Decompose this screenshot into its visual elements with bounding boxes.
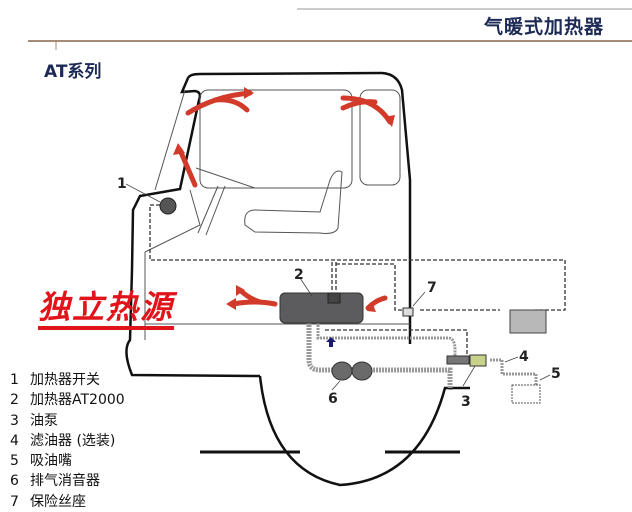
callout-5: 5 bbox=[551, 366, 561, 382]
battery bbox=[509, 309, 547, 334]
arrow-heads bbox=[173, 87, 395, 312]
truck-cab-outline bbox=[125, 71, 470, 487]
callout-4: 4 bbox=[519, 349, 529, 365]
exhaust-muffler bbox=[331, 361, 373, 381]
callout-1: 1 bbox=[117, 176, 127, 192]
cab-interior-lines bbox=[144, 89, 410, 340]
series-label: AT系列 bbox=[44, 62, 102, 82]
callout-6: 6 bbox=[328, 391, 338, 407]
callout-2: 2 bbox=[294, 267, 304, 283]
heater-unit bbox=[279, 292, 364, 324]
fuel-tank bbox=[511, 384, 541, 404]
slogan-text: 独立热源 bbox=[38, 288, 175, 330]
fuse-holder bbox=[402, 307, 414, 317]
exhaust-pipe bbox=[306, 322, 538, 390]
callout-3: 3 bbox=[461, 394, 471, 410]
wiring-harness bbox=[149, 204, 566, 357]
fuel-pump bbox=[469, 354, 487, 367]
air-intake-arrow-icon bbox=[326, 337, 336, 347]
warm-air-arrows bbox=[177, 90, 393, 311]
callout-7: 7 bbox=[427, 280, 437, 296]
page-title: 气暖式加热器 bbox=[483, 16, 604, 38]
heater-switch bbox=[159, 197, 177, 215]
callout-leaders bbox=[125, 183, 551, 391]
